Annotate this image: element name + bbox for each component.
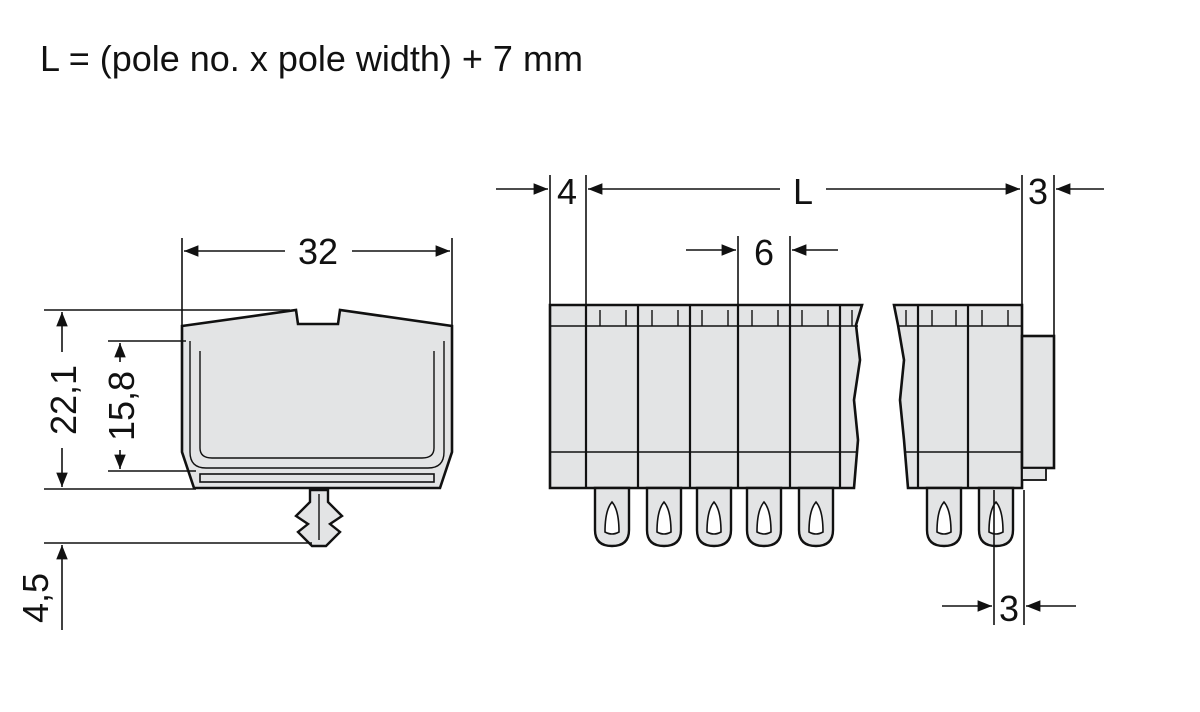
pin-row <box>593 486 1015 548</box>
formula-title: L = (pole no. x pole width) + 7 mm <box>40 38 583 79</box>
side-base-slot <box>199 473 435 483</box>
side-housing <box>180 308 454 490</box>
dim-3-top-label: 3 <box>1028 171 1048 212</box>
pin-slot <box>706 500 722 535</box>
pin-slot <box>656 500 672 535</box>
pin-slot <box>808 500 824 535</box>
front-housing-left <box>548 303 864 490</box>
pin-slot <box>604 500 620 535</box>
front-view: 4 L 3 6 <box>496 171 1104 629</box>
pin-slot <box>988 500 1004 535</box>
pin-slot <box>936 500 952 535</box>
side-inner-contour <box>189 341 445 469</box>
front-housing-right <box>892 303 1024 490</box>
dim-15-label: 15,8 <box>101 371 142 441</box>
front-pole-dividers <box>584 305 853 488</box>
dim-32-label: 32 <box>298 231 338 272</box>
dim-22-label: 22,1 <box>43 365 84 435</box>
end-plate <box>1020 334 1056 470</box>
dim-45-label: 4,5 <box>15 573 56 623</box>
dim-4-label: 4 <box>557 171 577 212</box>
side-view: 32 22,1 15,8 4,5 <box>15 231 454 630</box>
pin-slot <box>756 500 772 535</box>
front-right-dividers <box>905 305 1009 488</box>
side-inner-contour-2 <box>199 351 435 459</box>
dim-L-label: L <box>793 171 813 212</box>
dim-3-bottom-label: 3 <box>999 588 1019 629</box>
end-plate-tab <box>1021 467 1047 481</box>
dim-6-label: 6 <box>754 232 774 273</box>
